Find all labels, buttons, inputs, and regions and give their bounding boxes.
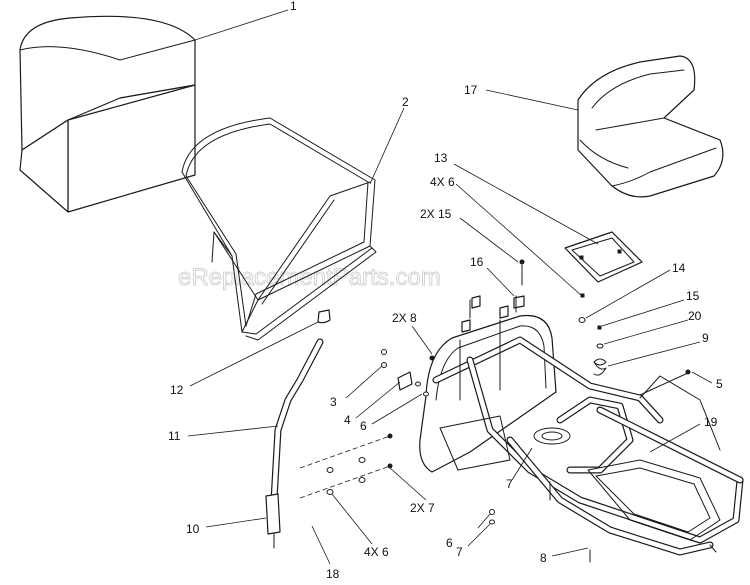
callout-11: 11 <box>168 429 181 443</box>
callout-2: 2 <box>402 95 409 109</box>
seat-bracket-part <box>564 231 643 283</box>
callout-7-low: 7 <box>456 545 463 559</box>
bag-cover-part <box>19 15 196 213</box>
fastener-stack <box>578 293 691 396</box>
callout-6-low: 6 <box>446 536 453 550</box>
callout-3: 3 <box>330 395 337 409</box>
chassis-frame-part <box>419 295 744 563</box>
callout-20: 20 <box>688 309 702 323</box>
leader-lines <box>187 9 713 565</box>
callout-12: 12 <box>170 383 184 397</box>
callout-18: 18 <box>326 567 340 581</box>
handle-rod-part <box>265 309 331 549</box>
callout-7-mid: 7 <box>506 477 513 491</box>
callout-4x6-top: 4X 6 <box>430 175 455 189</box>
callout-2x8: 2X 8 <box>392 311 417 325</box>
callout-19: 19 <box>704 415 718 429</box>
callout-17: 17 <box>464 83 478 97</box>
bag-frame-part <box>181 117 377 341</box>
callout-4: 4 <box>344 413 351 427</box>
callout-13: 13 <box>434 151 448 165</box>
callout-labels: 1 2 17 13 4X 6 2X 15 16 14 15 20 9 5 19 … <box>168 0 723 581</box>
callout-14: 14 <box>672 261 686 275</box>
callout-2x15: 2X 15 <box>420 207 452 221</box>
callout-10: 10 <box>186 522 200 536</box>
callout-8: 8 <box>540 551 547 565</box>
callout-15: 15 <box>686 289 700 303</box>
callout-2x7: 2X 7 <box>410 501 435 515</box>
callout-5: 5 <box>716 377 723 391</box>
callout-4x6-bottom: 4X 6 <box>364 545 389 559</box>
hinge-hardware <box>381 349 435 397</box>
callout-1: 1 <box>290 0 297 13</box>
callout-9: 9 <box>702 331 709 345</box>
callout-6-mid: 6 <box>360 419 367 433</box>
callout-16: 16 <box>470 255 484 269</box>
rod-and-nuts-part <box>299 433 495 525</box>
seat-cushion-part <box>577 55 724 198</box>
